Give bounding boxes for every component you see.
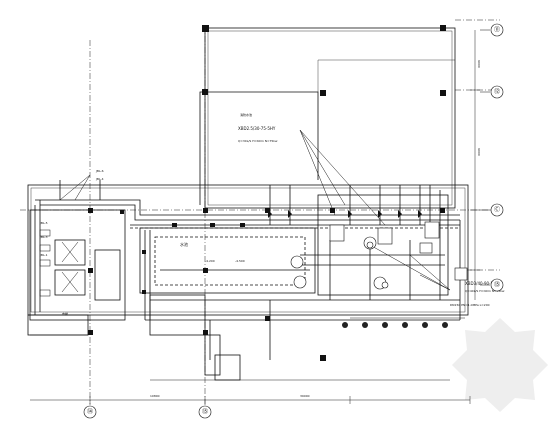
label-room-left: 电梯 xyxy=(62,311,68,316)
label-top-room: 消防水池 xyxy=(240,112,252,117)
svg-text:9000: 9000 xyxy=(477,60,481,68)
axis-label-r3: Ⓒ xyxy=(494,206,500,214)
label-pump-model-right: XBD3/40-90-5HY xyxy=(465,281,499,286)
axis-bubbles-bottom: ⑭ ⑮ xyxy=(83,405,212,419)
label-pump-spec-top: Q=30L/S H=60m N=75kw xyxy=(238,139,278,143)
axis-label-b2: ⑮ xyxy=(202,408,208,416)
svg-text:9000: 9000 xyxy=(477,148,481,156)
dimension-lines xyxy=(30,30,480,404)
tag-jl3: JBL-3 xyxy=(39,235,48,239)
label-pipe-note-right: DN150 PN=1.0MPa L=200 xyxy=(450,303,490,307)
pipe-network xyxy=(34,180,461,360)
svg-text:10800: 10800 xyxy=(150,394,160,398)
label-pump-spec-right: Q=40L/S H=90m N=45kw xyxy=(465,289,505,293)
label-tank: 水池 xyxy=(180,241,188,247)
axis-label-b1: ⑭ xyxy=(87,408,93,416)
axis-label-r2: ⑫ xyxy=(494,88,500,96)
axis-label-r1: ⑪ xyxy=(494,26,500,34)
tag-jl5: JBL-5 xyxy=(39,221,48,225)
leader-lines xyxy=(59,129,451,291)
columns xyxy=(88,25,446,361)
valve-symbols xyxy=(120,210,422,294)
axis-label-r4: ⑮ xyxy=(494,281,500,289)
walls xyxy=(27,27,469,381)
label-elev-1: -4.200 xyxy=(205,259,215,263)
hydrant-boxes xyxy=(30,229,88,336)
tag-jl4: JBL-1 xyxy=(39,253,48,257)
drain-pits xyxy=(342,322,448,328)
label-elev-2: -4.500 xyxy=(235,259,245,263)
pump-units xyxy=(290,221,468,290)
tag-jl1: JBL-6 xyxy=(95,169,104,173)
watermark-logo xyxy=(452,318,548,412)
axis-bubbles-right: ⑪ ⑫ Ⓒ ⑮ xyxy=(480,23,504,292)
dim-total: 39000 xyxy=(300,394,310,398)
label-pump-model-top: XBD2.5/30-75-5HY xyxy=(238,126,276,131)
tag-jl2: JBL-4 xyxy=(95,177,104,181)
